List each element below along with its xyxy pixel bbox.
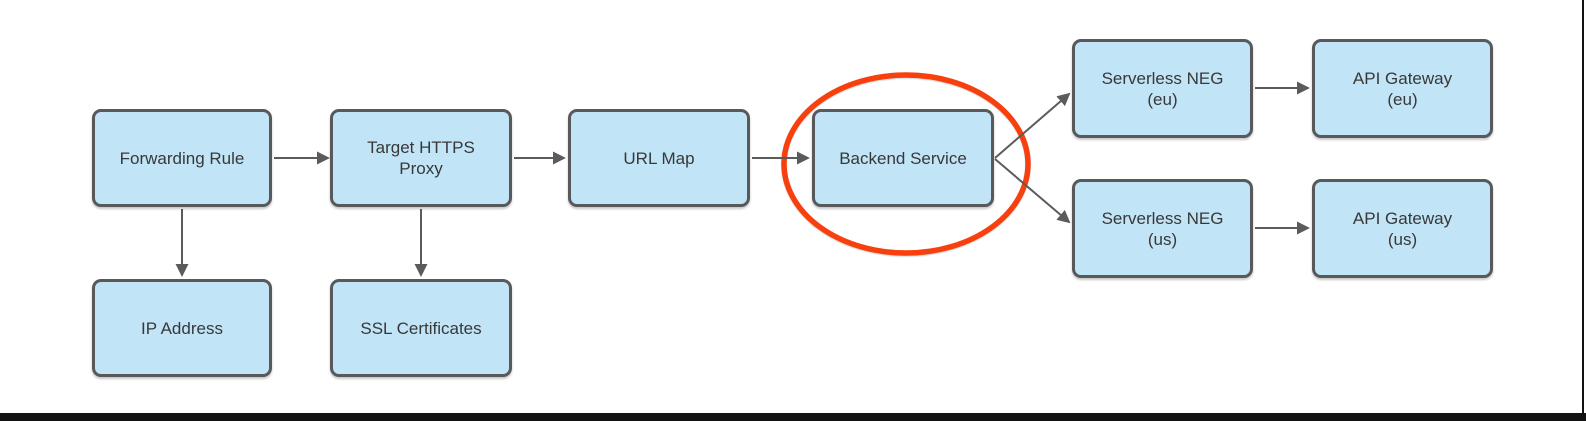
node-label-ssl-certificates: SSL Certificates: [360, 318, 482, 338]
node-forwarding-rule: Forwarding Rule: [92, 109, 272, 207]
node-label-forwarding-rule: Forwarding Rule: [119, 148, 245, 168]
node-url-map: URL Map: [568, 109, 750, 207]
node-label-target-https-proxy: Target HTTPS Proxy: [367, 138, 475, 178]
node-label-api-gateway-eu: API Gateway (eu): [1352, 68, 1453, 109]
node-label-url-map: URL Map: [623, 148, 695, 168]
node-label-ip-address: IP Address: [141, 318, 223, 338]
node-serverless-neg-eu: Serverless NEG (eu): [1072, 39, 1253, 138]
edge-backend-service-to-serverless-neg-us: [994, 158, 1071, 224]
node-label-backend-service: Backend Service: [839, 148, 967, 168]
node-api-gateway-us: API Gateway (us): [1312, 179, 1493, 278]
node-label-api-gateway-us: API Gateway (us): [1352, 208, 1453, 249]
node-label-serverless-neg-eu: Serverless NEG (eu): [1101, 68, 1224, 109]
node-ip-address: IP Address: [92, 279, 272, 377]
node-label-serverless-neg-us: Serverless NEG (us): [1101, 208, 1224, 249]
node-ssl-certificates: SSL Certificates: [330, 279, 512, 377]
canvas-right-edge-line: [1582, 0, 1584, 413]
node-api-gateway-eu: API Gateway (eu): [1312, 39, 1493, 138]
edge-backend-service-to-serverless-neg-eu: [994, 92, 1071, 159]
canvas-bottom-edge-bar: [0, 413, 1586, 421]
node-backend-service: Backend Service: [812, 109, 994, 207]
node-serverless-neg-us: Serverless NEG (us): [1072, 179, 1253, 278]
node-target-https-proxy: Target HTTPS Proxy: [330, 109, 512, 207]
